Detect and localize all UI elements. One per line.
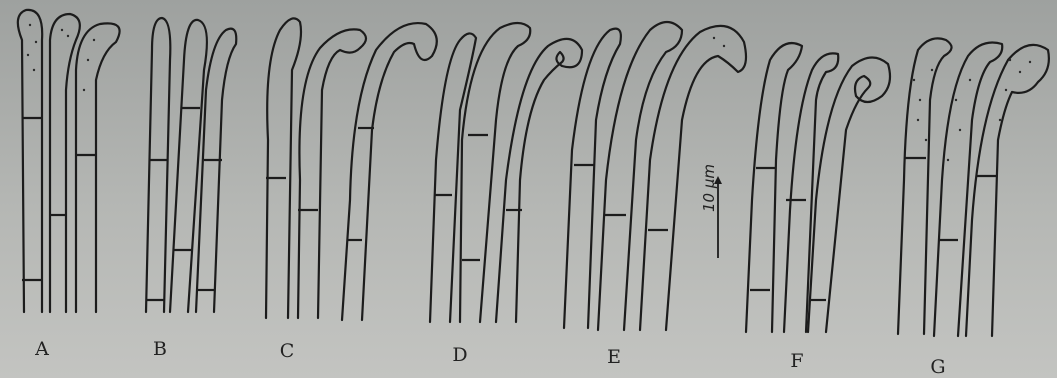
hair-b2 xyxy=(170,20,207,312)
granule xyxy=(999,119,1001,121)
granule xyxy=(955,99,957,101)
granule xyxy=(93,39,95,41)
hair-c1 xyxy=(266,18,301,318)
granule xyxy=(913,79,915,81)
granule xyxy=(919,99,921,101)
hair-b3 xyxy=(196,29,236,312)
granule xyxy=(947,159,949,161)
hair-g1 xyxy=(898,38,952,334)
panel-label-e: E xyxy=(607,346,621,368)
hair-f3 xyxy=(808,57,890,332)
panel-label-g: G xyxy=(930,356,945,378)
granule xyxy=(959,129,961,131)
granule xyxy=(1009,59,1011,61)
granule xyxy=(713,37,715,39)
granule xyxy=(67,35,69,37)
panel-label-d: D xyxy=(452,344,467,366)
hair-b1 xyxy=(146,18,170,312)
granule xyxy=(969,79,971,81)
granule xyxy=(61,29,63,31)
granule xyxy=(723,45,725,47)
granule xyxy=(1005,89,1007,91)
granule xyxy=(27,54,29,56)
granule xyxy=(925,139,927,141)
granule xyxy=(917,119,919,121)
hair-f1 xyxy=(746,43,802,332)
hair-d1 xyxy=(430,33,476,322)
panel-label-f: F xyxy=(790,350,803,372)
hair-c3 xyxy=(342,23,437,320)
panel-label-c: C xyxy=(280,340,295,362)
hair-a3 xyxy=(76,23,120,312)
granule xyxy=(29,24,31,26)
scale-bar-label: 10 µm xyxy=(700,164,718,212)
hair-e1 xyxy=(564,29,621,328)
hair-a1 xyxy=(18,10,42,312)
granule xyxy=(35,41,37,43)
panel-label-a: A xyxy=(35,338,49,360)
granule xyxy=(33,69,35,71)
hair-d3 xyxy=(496,39,582,322)
granule xyxy=(87,59,89,61)
granule xyxy=(83,89,85,91)
granule xyxy=(1029,61,1031,63)
hair-c2 xyxy=(298,29,366,318)
granule xyxy=(1019,71,1021,73)
granule xyxy=(931,69,933,71)
panel-label-b: B xyxy=(153,338,167,360)
